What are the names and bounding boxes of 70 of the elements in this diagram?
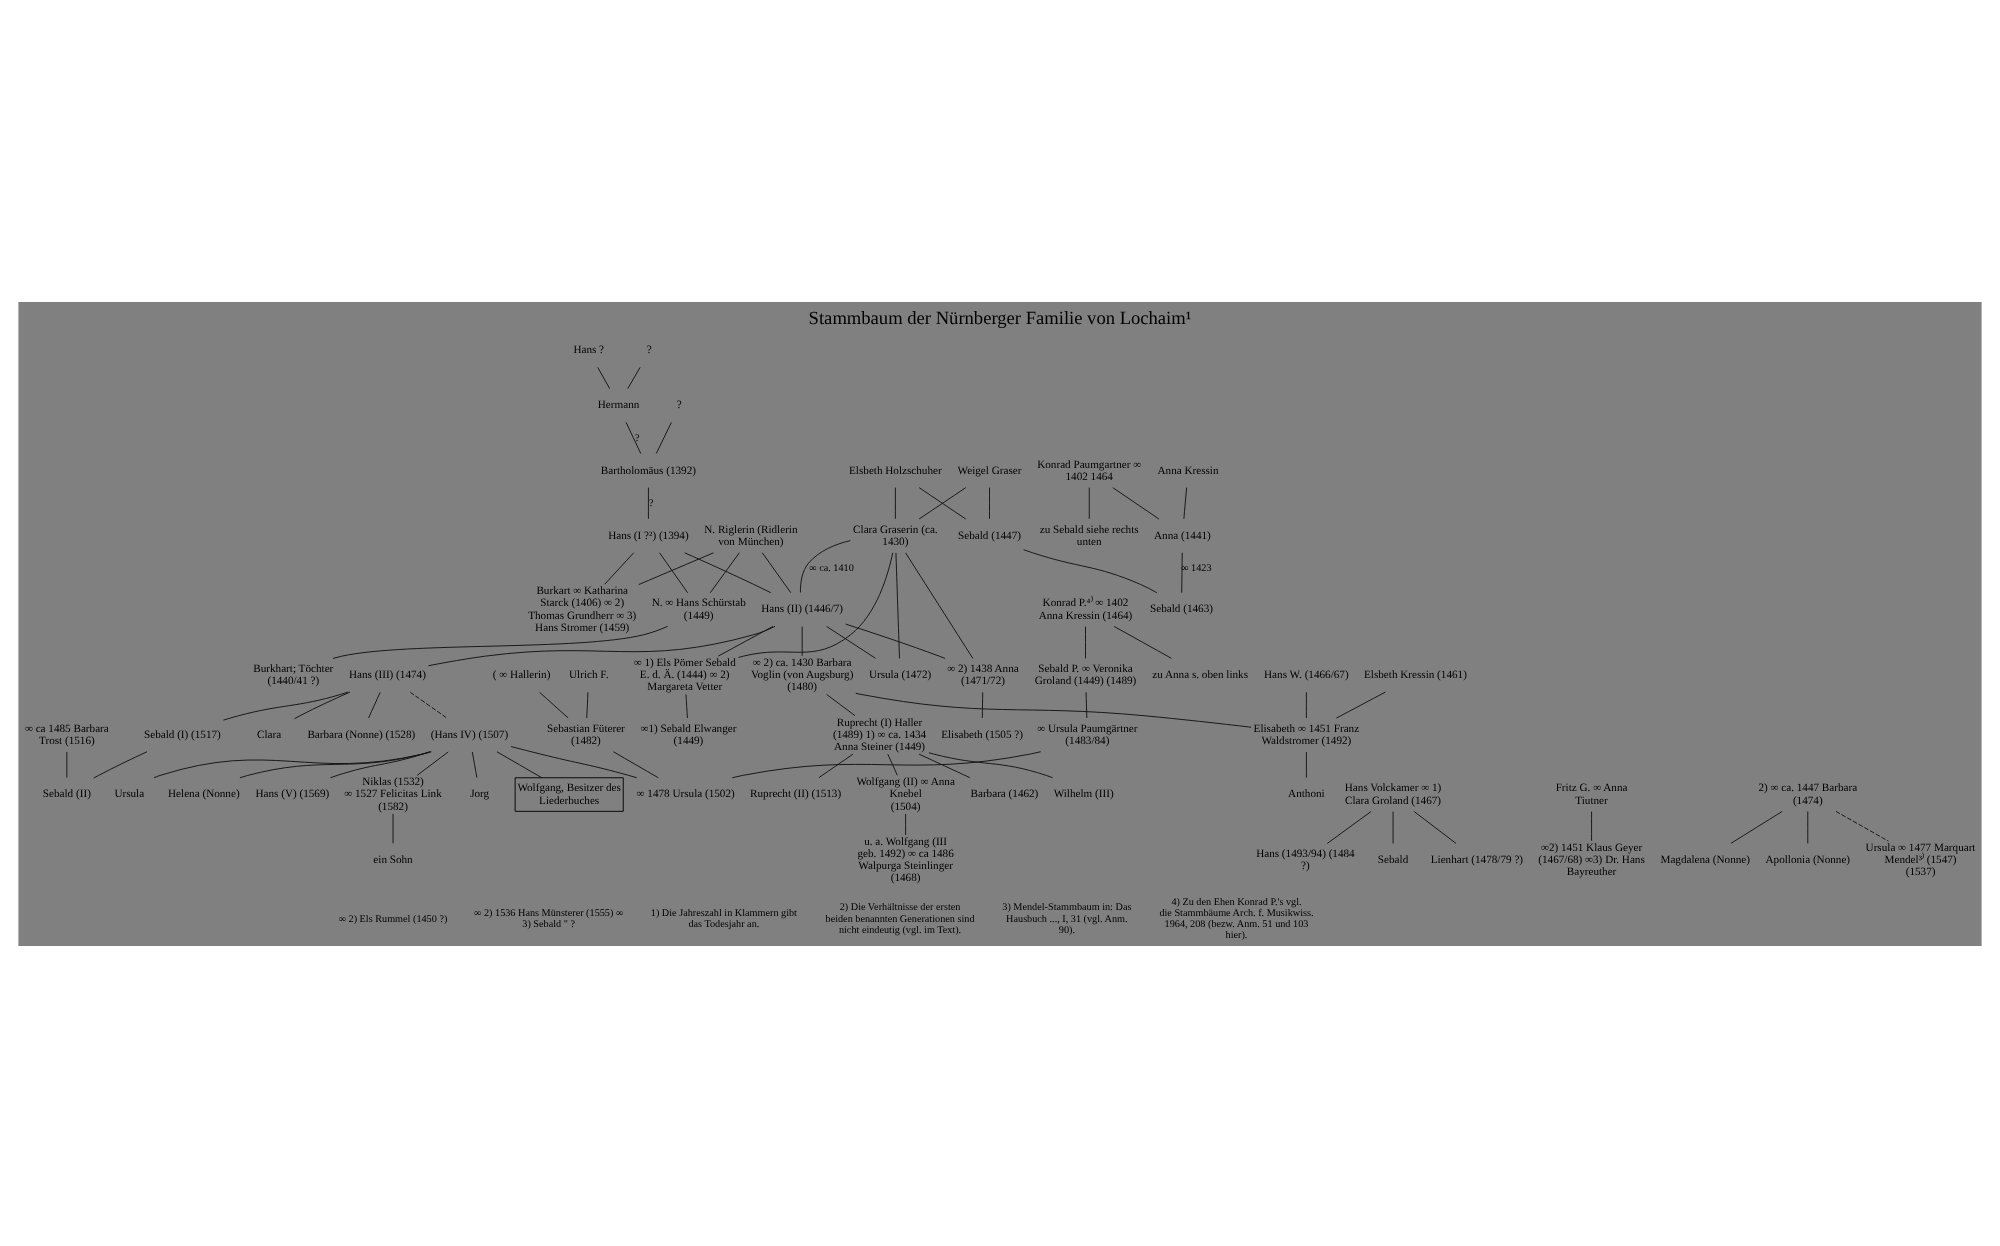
connector	[905, 551, 974, 658]
connector	[153, 750, 432, 778]
connector	[655, 420, 672, 453]
connector	[239, 750, 432, 778]
connector	[1183, 486, 1188, 519]
connector	[586, 690, 589, 718]
connector	[928, 751, 1054, 778]
connector	[332, 624, 669, 658]
connector	[826, 624, 877, 658]
connector	[1835, 809, 1889, 841]
connector	[1807, 810, 1809, 843]
connector	[1392, 810, 1394, 843]
connector	[496, 750, 543, 778]
connector	[223, 690, 349, 720]
connector	[1305, 690, 1307, 718]
connector	[801, 625, 803, 656]
connector	[1335, 690, 1386, 718]
connector	[1085, 625, 1086, 658]
connector	[510, 745, 638, 778]
connector	[627, 365, 641, 389]
connector	[613, 750, 659, 778]
connector	[826, 693, 856, 716]
connector	[416, 750, 449, 775]
connector	[428, 624, 776, 666]
connector	[684, 551, 772, 593]
connector	[731, 750, 1042, 778]
connector	[1085, 690, 1088, 718]
connector	[1413, 810, 1457, 843]
connector	[1088, 486, 1090, 519]
connector	[597, 365, 611, 389]
connector	[918, 486, 967, 519]
connector	[1113, 624, 1172, 658]
connector	[717, 624, 774, 656]
connector	[685, 693, 688, 718]
connector	[93, 750, 148, 778]
connector	[855, 691, 1252, 727]
connector	[1591, 810, 1593, 841]
connector	[647, 486, 649, 519]
connector	[1326, 810, 1372, 843]
connector	[918, 752, 971, 778]
connector	[294, 690, 351, 719]
connector	[604, 551, 635, 584]
connector	[1730, 809, 1783, 843]
diagram-title: Stammbaum der Nürnberger Familie von Lochaim¹	[808, 309, 1192, 330]
connector	[66, 750, 68, 778]
connector	[638, 551, 714, 585]
connector	[471, 750, 478, 778]
connector	[799, 539, 851, 592]
connector	[761, 551, 792, 593]
connector	[392, 812, 394, 843]
connector	[539, 690, 569, 718]
connector	[989, 486, 990, 519]
connector	[818, 752, 854, 778]
connector	[738, 551, 894, 657]
connector	[905, 812, 907, 835]
connector	[709, 551, 740, 593]
connector	[1112, 486, 1160, 519]
connector	[659, 551, 689, 593]
connector	[409, 690, 448, 718]
connector	[1305, 750, 1307, 778]
connector	[1023, 548, 1158, 593]
connector	[330, 750, 431, 778]
connector	[368, 690, 381, 718]
connector	[845, 622, 946, 658]
connector	[895, 551, 900, 658]
connector	[1181, 551, 1183, 593]
connector	[981, 690, 984, 718]
connector	[887, 752, 898, 775]
connector	[894, 486, 896, 519]
connector	[625, 420, 642, 453]
